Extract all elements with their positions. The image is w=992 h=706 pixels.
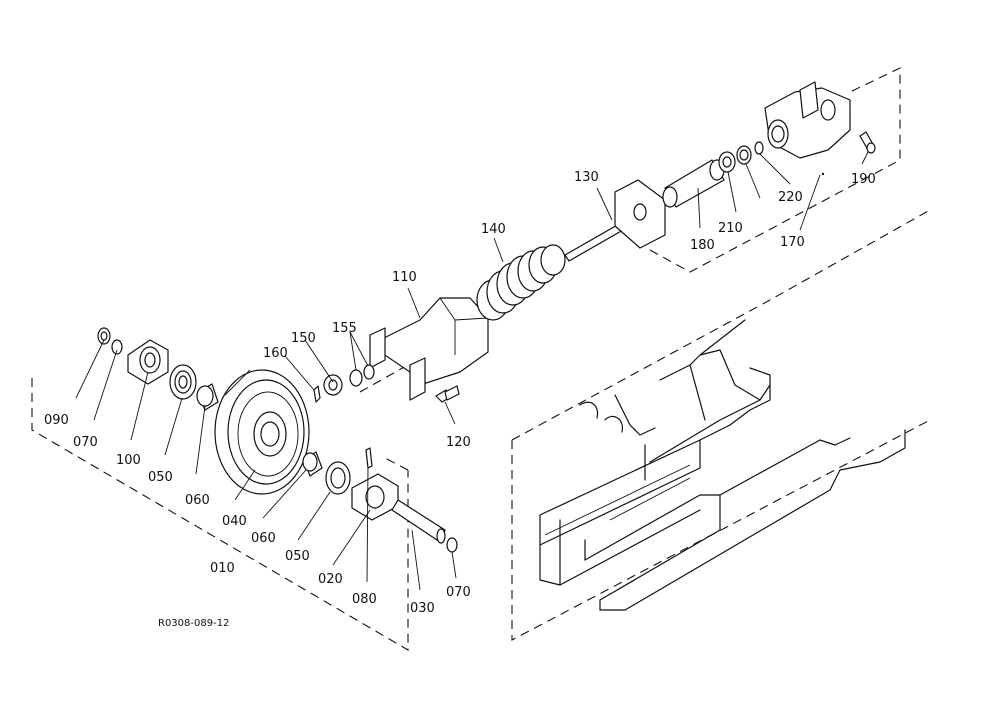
seal-050-right [325,461,351,495]
label-070-left: 070 [73,435,98,450]
track-frame-boundary [511,209,931,641]
grease-nipple-190 [859,131,876,154]
label-140: 140 [481,222,506,237]
label-190: 190 [851,172,876,187]
nut-090 [97,327,111,345]
label-050-right: 050 [285,549,310,564]
label-080: 080 [352,592,377,607]
washer-155 [349,364,375,387]
rod-plate [614,179,666,249]
nut-150 [323,374,343,396]
washer-070-left [111,339,123,355]
assembly-170-boundary [649,67,901,273]
washer-070-right [446,537,458,553]
spring-140 [476,244,566,321]
cylinder-housing-170 [764,81,851,176]
label-040: 040 [222,514,247,529]
label-150: 150 [291,331,316,346]
leader-lines [75,151,869,591]
label-120: 120 [446,435,471,450]
ring-210 [754,141,764,155]
label-110: 110 [392,270,417,285]
label-050-left: 050 [148,470,173,485]
part-labels: 090 070 100 050 060 040 060 050 010 020 … [44,170,876,616]
label-010: 010 [210,561,235,576]
bushing-060-left [196,383,219,411]
ring-220 [736,145,752,165]
bolt-120 [435,385,460,403]
pin-080 [365,447,373,469]
cylinder-180 [662,159,725,208]
label-070-right: 070 [446,585,471,600]
label-030: 030 [410,601,435,616]
label-160: 160 [263,346,288,361]
label-200: 210 [718,221,743,236]
track-frame [539,319,906,611]
cotter-pin-160 [313,385,321,403]
housing-100 [127,339,169,385]
label-060-right: 060 [251,531,276,546]
yoke-110 [369,297,489,401]
label-170: 170 [780,235,805,250]
label-155: 155 [332,321,357,336]
idler-wheel-040 [214,369,310,495]
reference-code: R0308-089-12 [158,618,229,629]
label-060-left: 060 [185,493,210,508]
label-090: 090 [44,413,69,428]
label-130: 130 [574,170,599,185]
housing-020 [351,473,399,521]
bushing-060-right [302,451,323,477]
shaft-030 [391,499,446,544]
label-100: 100 [116,453,141,468]
label-020: 020 [318,572,343,587]
label-210: 220 [778,190,803,205]
seal-200 [718,151,736,173]
seal-050-left [169,364,197,400]
label-180: 180 [690,238,715,253]
